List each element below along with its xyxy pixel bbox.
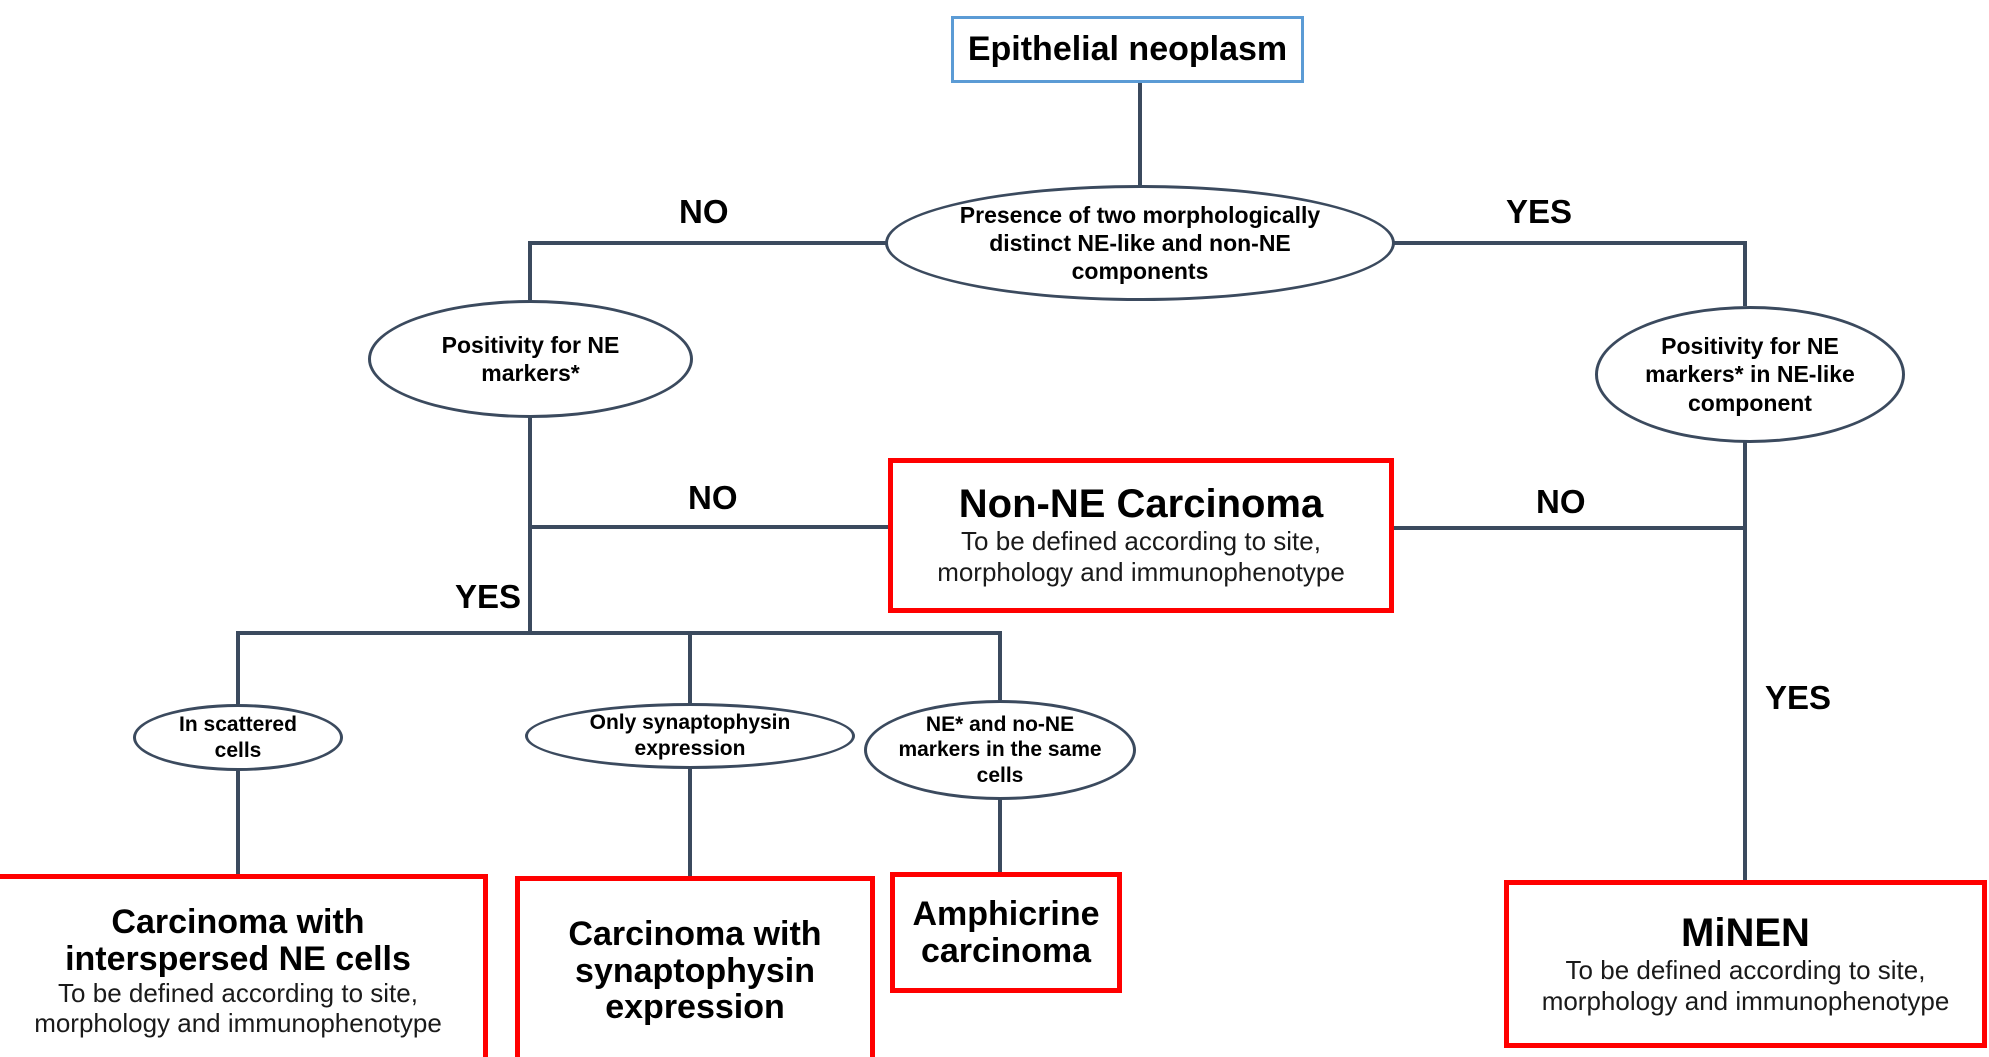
node-amphicrine-carcinoma-title: Amphicrine carcinoma (912, 894, 1100, 970)
node-only-synaptophysin[interactable]: Only synaptophysin expression (525, 703, 855, 769)
node-ne-and-no-ne-same-cells-label: NE* and no-NE markers in the same cells (898, 712, 1102, 787)
edge-label-top-yes: YES (1506, 193, 1573, 230)
node-minen[interactable]: MiNEN To be defined according to site, m… (1504, 880, 1987, 1048)
node-epithelial-neoplasm-label: Epithelial neoplasm (967, 30, 1288, 69)
node-only-synaptophysin-label: Only synaptophysin expression (589, 711, 791, 760)
node-decision-two-components-label: Presence of two morphologically distinct… (959, 201, 1321, 285)
node-epithelial-neoplasm[interactable]: Epithelial neoplasm (951, 16, 1304, 83)
node-minen-title: MiNEN (1681, 910, 1810, 955)
node-scattered-cells[interactable]: In scattered cells (133, 704, 343, 771)
edge-label-right-yes: YES (1765, 679, 1832, 716)
node-ne-and-no-ne-same-cells[interactable]: NE* and no-NE markers in the same cells (864, 700, 1136, 800)
node-non-ne-carcinoma[interactable]: Non-NE Carcinoma To be defined according… (888, 458, 1394, 613)
node-amphicrine-carcinoma[interactable]: Amphicrine carcinoma (890, 872, 1122, 993)
node-carcinoma-synaptophysin-title: Carcinoma with synaptophysin expression (568, 914, 822, 1027)
edge-label-left-no: NO (688, 479, 738, 516)
edge-label-left-yes: YES (455, 578, 522, 615)
node-decision-two-components[interactable]: Presence of two morphologically distinct… (885, 185, 1395, 301)
node-non-ne-carcinoma-subtitle: To be defined according to site, morphol… (937, 526, 1345, 588)
node-scattered-cells-label: In scattered cells (179, 712, 297, 762)
node-carcinoma-interspersed-title: Carcinoma with interspersed NE cells (65, 903, 411, 978)
node-carcinoma-synaptophysin[interactable]: Carcinoma with synaptophysin expression (515, 876, 875, 1057)
node-non-ne-carcinoma-title: Non-NE Carcinoma (958, 482, 1324, 527)
node-decision-ne-markers-in-ne-like[interactable]: Positivity for NE markers* in NE-like co… (1595, 306, 1905, 443)
node-decision-ne-markers-label: Positivity for NE markers* (441, 331, 620, 386)
edge-label-right-no: NO (1536, 483, 1586, 520)
node-carcinoma-interspersed-subtitle: To be defined according to site, morphol… (34, 977, 442, 1039)
node-decision-ne-markers[interactable]: Positivity for NE markers* (368, 300, 693, 418)
edge-label-top-no: NO (679, 193, 729, 230)
node-decision-ne-markers-in-ne-like-label: Positivity for NE markers* in NE-like co… (1645, 333, 1855, 416)
node-carcinoma-interspersed[interactable]: Carcinoma with interspersed NE cells To … (0, 874, 488, 1057)
node-minen-subtitle: To be defined according to site, morphol… (1541, 954, 1950, 1016)
